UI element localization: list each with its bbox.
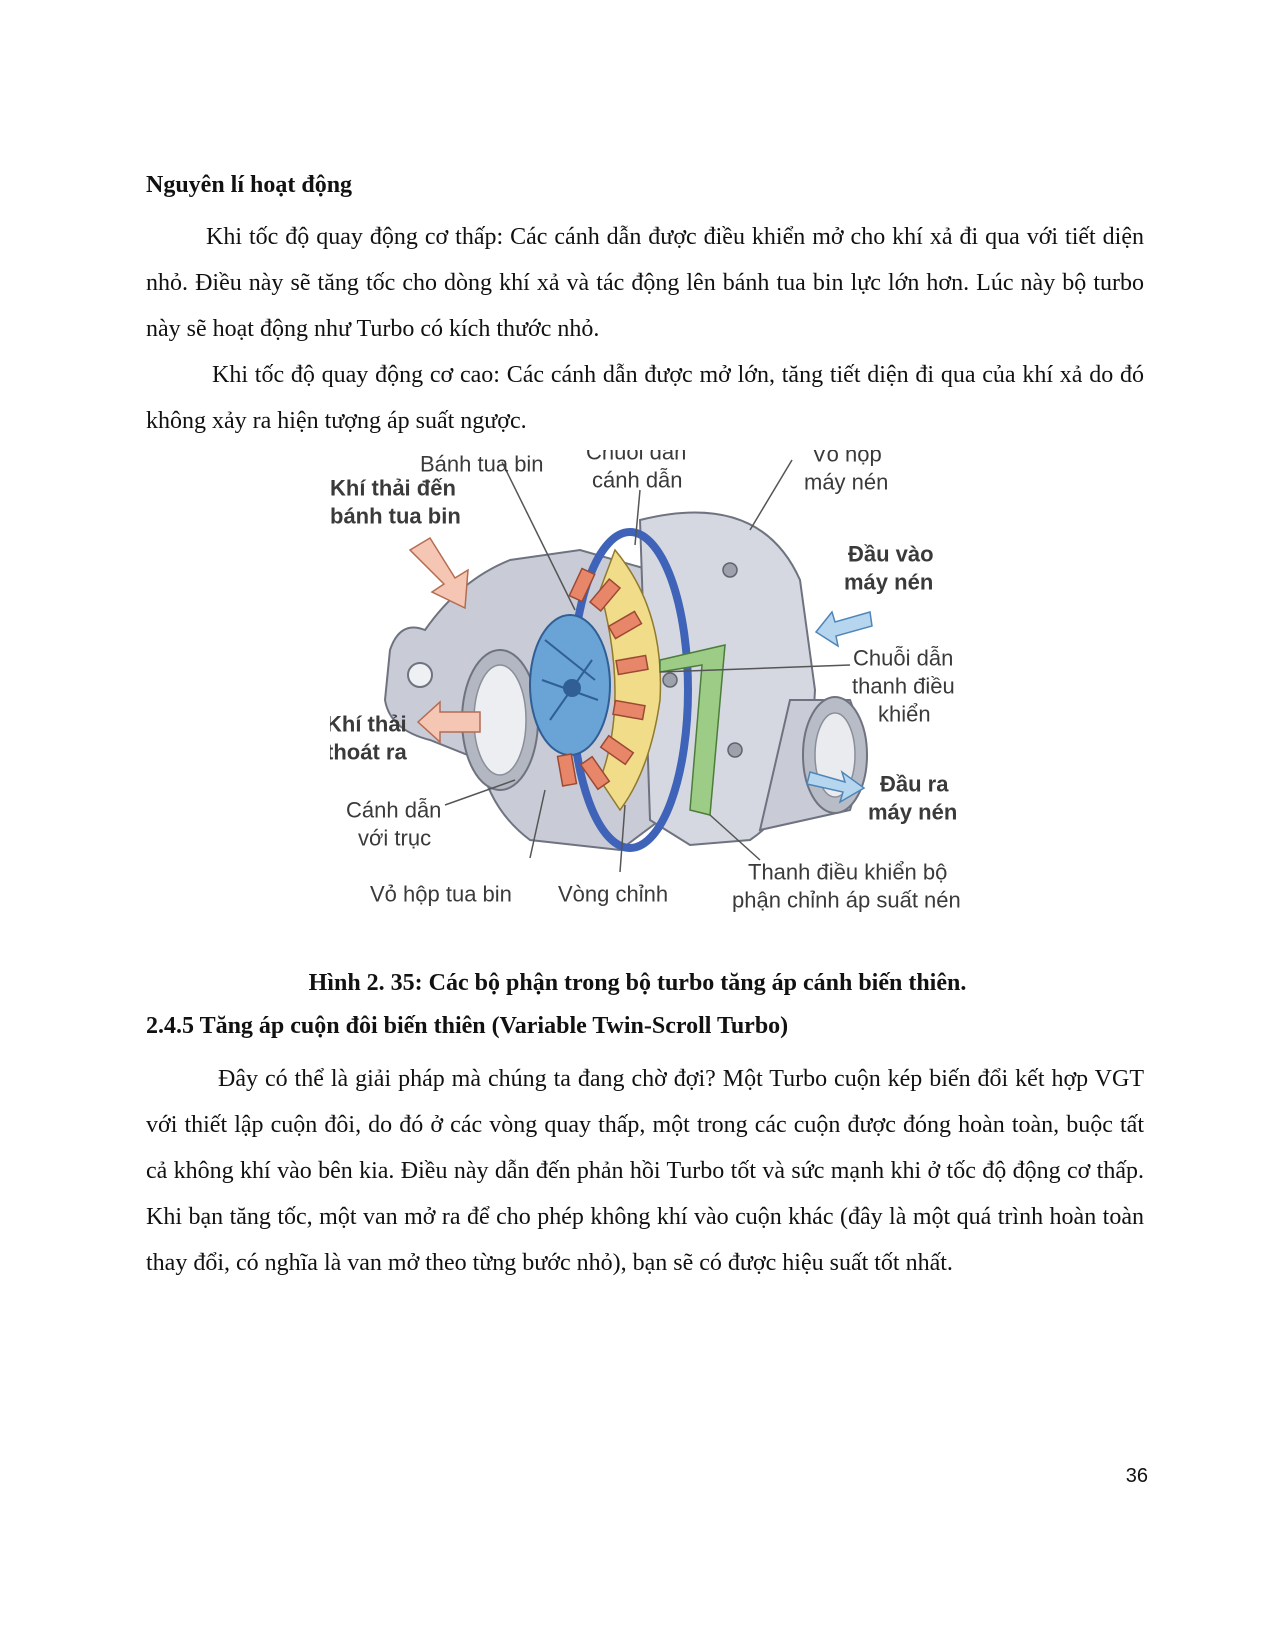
label-turbine-wheel: Bánh tua bin (420, 452, 544, 477)
section-heading: Nguyên lí hoạt động (146, 172, 353, 198)
label-control-chain-1: Chuỗi dẫn (853, 646, 953, 671)
turbo-diagram: Bánh tua bin Chuỗi dẫn cánh dẫn Vỏ hộp m… (330, 450, 1020, 950)
label-control-rod-1: Thanh điều khiển bộ (748, 860, 947, 885)
label-vane-shaft-2: với trục (358, 826, 431, 851)
label-exhaust-out-1: Khí thải (330, 712, 407, 737)
subsection-heading: 2.4.5 Tăng áp cuộn đôi biến thiên (Varia… (146, 1013, 789, 1039)
label-compressor-inlet-1: Đầu vào (848, 542, 934, 567)
label-compressor-housing-2: máy nén (804, 470, 888, 495)
label-exhaust-in-2: bánh tua bin (330, 504, 461, 529)
label-exhaust-in-1: Khí thải đến (330, 476, 456, 501)
compressor-outlet-arrow (806, 770, 866, 804)
label-adjust-ring: Vòng chỉnh (558, 882, 668, 907)
label-compressor-outlet-1: Đầu ra (880, 772, 949, 797)
label-vane-chain-2: cánh dẫn (592, 468, 683, 493)
label-turbine-housing: Vỏ hộp tua bin (370, 882, 512, 907)
label-compressor-outlet-2: máy nén (868, 800, 957, 825)
label-control-rod-2: phận chỉnh áp suất nén (732, 888, 961, 913)
label-control-chain-3: khiển (878, 702, 931, 727)
compressor-inlet-arrow (814, 610, 873, 648)
label-exhaust-out-2: thoát ra (330, 740, 407, 765)
page-number: 36 (1125, 1465, 1148, 1487)
label-control-chain-2: thanh điều (852, 674, 955, 699)
label-compressor-inlet-2: máy nén (844, 570, 933, 595)
turbo-illustration: Bánh tua bin Chuỗi dẫn cánh dẫn Vỏ hộp m… (330, 450, 1020, 950)
label-vane-shaft-1: Cánh dẫn (346, 798, 441, 823)
orange-vanes (556, 567, 649, 791)
paragraph-low-speed: Khi tốc độ quay động cơ thấp: Các cánh d… (146, 224, 1144, 342)
figure-caption: Hình 2. 35: Các bộ phận trong bộ turbo t… (308, 970, 967, 996)
paragraph-high-speed: Khi tốc độ quay động cơ cao: Các cánh dẫ… (146, 362, 1144, 434)
exhaust-in-arrow (408, 536, 469, 610)
subsection-paragraph: Đây có thể là giải pháp mà chúng ta đang… (146, 1066, 1144, 1276)
label-compressor-housing-1: Vỏ hộp (812, 450, 882, 467)
label-vane-chain-1: Chuỗi dẫn (586, 450, 686, 465)
exhaust-out-arrow (416, 700, 481, 744)
